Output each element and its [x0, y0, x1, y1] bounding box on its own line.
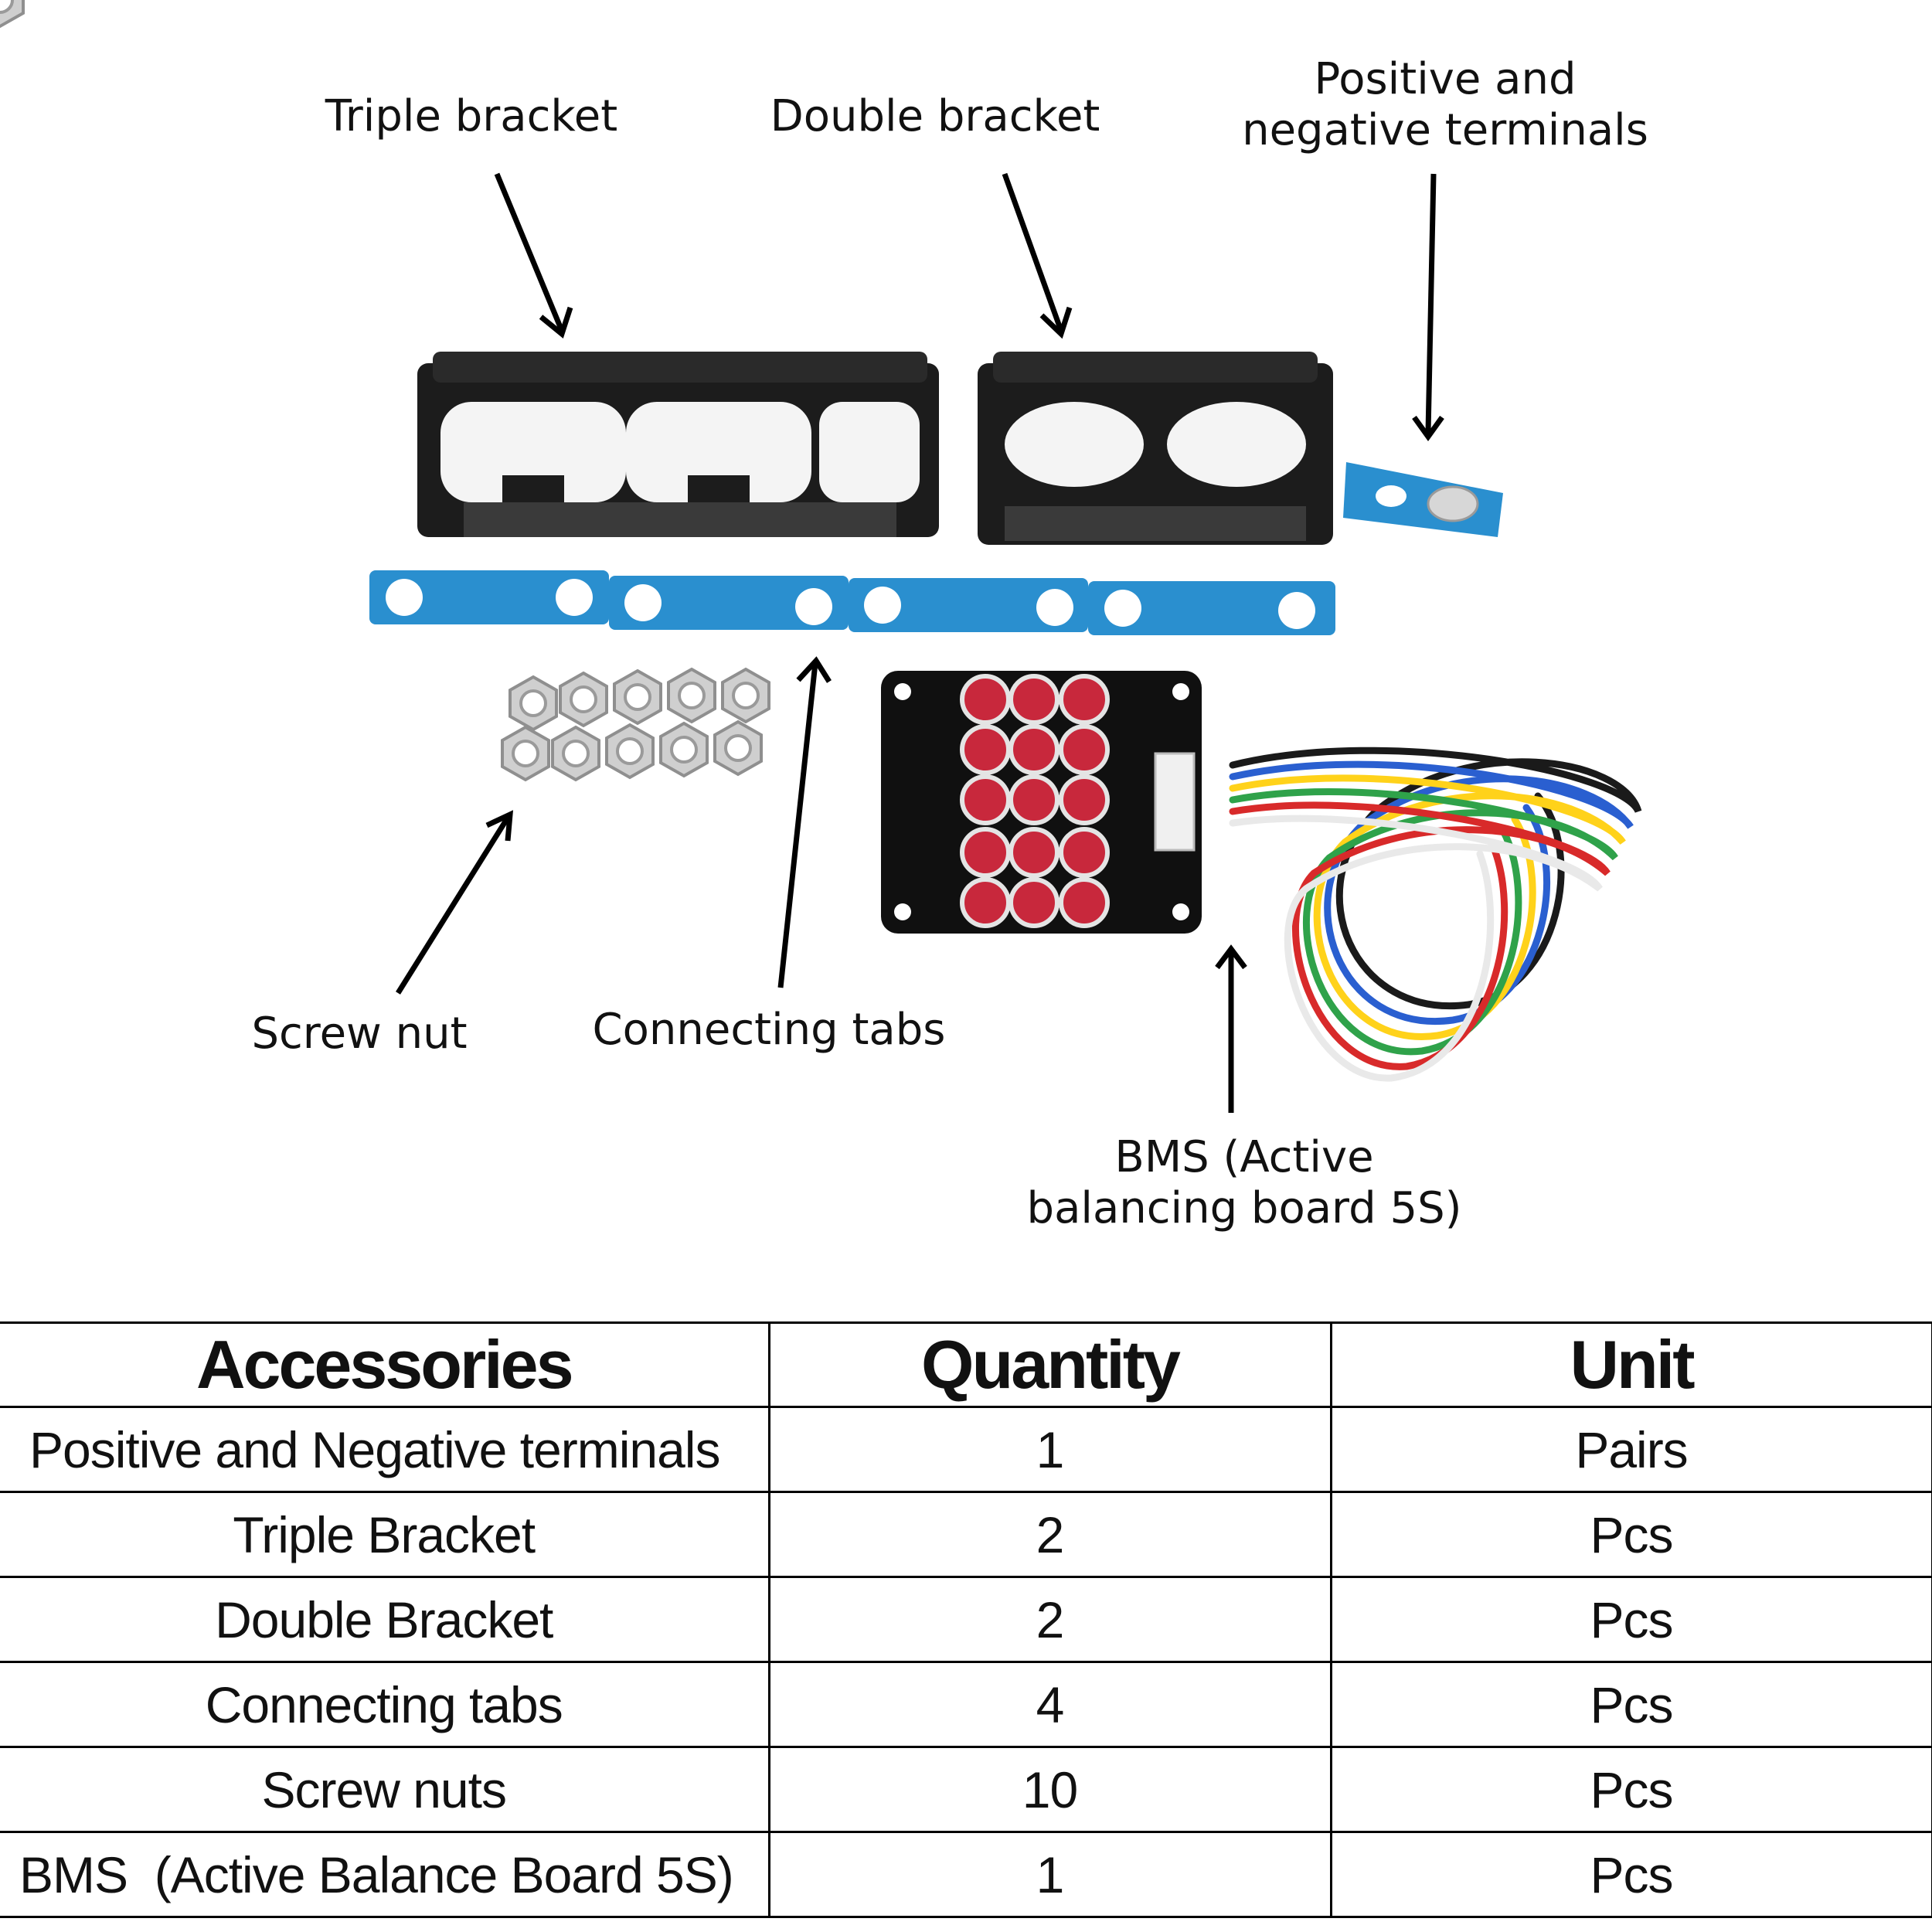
cell-quantity: 4: [767, 1661, 1332, 1748]
cell-accessory: BMS (Active Balance Board 5S): [0, 1831, 770, 1918]
cell-unit: Pcs: [1329, 1491, 1932, 1578]
cell-accessory: Connecting tabs: [0, 1661, 770, 1748]
cell-unit: Pcs: [1329, 1576, 1932, 1663]
table-row: BMS (Active Balance Board 5S) 1 Pcs: [0, 1831, 1932, 1918]
header-accessories: Accessories: [0, 1321, 770, 1408]
cell-quantity: 1: [767, 1831, 1332, 1918]
label-triple-bracket: Triple bracket: [325, 91, 618, 141]
cell-quantity: 2: [767, 1576, 1332, 1663]
accessories-table: Accessories Quantity Unit Positive and N…: [0, 1321, 1932, 1918]
header-unit: Unit: [1329, 1321, 1932, 1408]
cell-accessory: Triple Bracket: [0, 1491, 770, 1578]
label-bms-line2: balancing board 5S): [1026, 1183, 1462, 1233]
cell-accessory: Screw nuts: [0, 1746, 770, 1833]
cell-quantity: 2: [767, 1491, 1332, 1578]
label-terminals-line1: Positive and: [1314, 54, 1577, 104]
screw-nuts-image: [0, 0, 770, 781]
cell-unit: Pcs: [1329, 1661, 1932, 1748]
table-row: Positive and Negative terminals 1 Pairs: [0, 1406, 1932, 1493]
balance-wires-image: [1229, 747, 1642, 1082]
label-terminals-line2: negative terminals: [1242, 105, 1648, 155]
table-row: Double Bracket 2 Pcs: [0, 1576, 1932, 1663]
cell-accessory: Double Bracket: [0, 1576, 770, 1663]
connecting-tabs-image: [369, 570, 1335, 635]
label-double-bracket: Double bracket: [770, 91, 1100, 141]
label-bms-line1: BMS (Active: [1114, 1132, 1374, 1182]
table-row: Screw nuts 10 Pcs: [0, 1746, 1932, 1833]
label-connecting-tabs: Connecting tabs: [592, 1005, 946, 1055]
cell-unit: Pcs: [1329, 1746, 1932, 1833]
cell-unit: Pcs: [1329, 1831, 1932, 1918]
label-terminals: Positive and negative terminals: [1236, 54, 1654, 156]
table-header-row: Accessories Quantity Unit: [0, 1321, 1932, 1408]
cell-quantity: 10: [767, 1746, 1332, 1833]
callout-arrows: [396, 172, 1444, 1113]
terminal-plate-image: [1343, 462, 1503, 537]
table-row: Triple Bracket 2 Pcs: [0, 1491, 1932, 1578]
triple-bracket-image: [417, 352, 939, 537]
accessories-illustration: [0, 0, 1642, 1113]
double-bracket-image: [978, 352, 1333, 545]
label-bms: BMS (Active balancing board 5S): [1012, 1132, 1476, 1234]
label-screw-nut: Screw nut: [251, 1009, 468, 1059]
accessories-table-container: Accessories Quantity Unit Positive and N…: [0, 1321, 1932, 1932]
cell-quantity: 1: [767, 1406, 1332, 1493]
cell-accessory: Positive and Negative terminals: [0, 1406, 770, 1493]
table-row: Connecting tabs 4 Pcs: [0, 1661, 1932, 1748]
bms-board-image: [881, 671, 1202, 934]
cell-unit: Pairs: [1329, 1406, 1932, 1493]
header-quantity: Quantity: [767, 1321, 1332, 1408]
